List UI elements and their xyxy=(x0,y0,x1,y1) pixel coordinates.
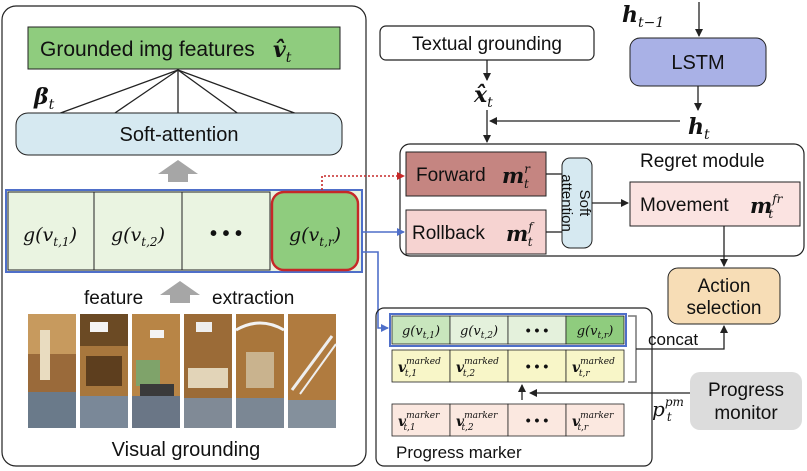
attention-fan-lines xyxy=(54,69,301,116)
lstm-label: LSTM xyxy=(671,52,724,74)
progress-row2-cell-4 xyxy=(565,349,625,383)
progress-row1-cell-1 xyxy=(391,315,451,345)
panorama-view-6 xyxy=(288,314,337,428)
beta-symbol: βt xyxy=(33,84,55,113)
soft-attention-label: Soft-attention xyxy=(120,124,239,146)
rollback-box xyxy=(405,209,547,255)
feature-cell-3-label: • • • xyxy=(210,223,242,245)
action-selection-box xyxy=(667,267,781,325)
feature-cell-4-label: g(vt,r) xyxy=(289,224,341,249)
progress-row3-cell-3-label: • • • xyxy=(526,412,549,428)
progress-row1-cell-3 xyxy=(507,315,567,345)
movement-box xyxy=(629,181,801,227)
h-prev-symbol: ht−1 xyxy=(622,2,664,31)
progress-row3-cell-3 xyxy=(507,403,567,437)
feature-label: feature xyxy=(84,288,143,309)
grey-up-arrow-top xyxy=(158,160,198,182)
regret-soft-attention-label: Softattention xyxy=(558,174,593,232)
regret-module-title: Regret module xyxy=(640,151,765,172)
ht-symbol: ht xyxy=(688,114,710,143)
progress-row3-cell-1 xyxy=(391,403,451,437)
visual-grounding-caption: Visual grounding xyxy=(112,439,261,461)
panorama-view-4 xyxy=(184,314,232,428)
grounded-features-box xyxy=(27,26,341,70)
feature-cell-2 xyxy=(93,191,183,271)
feature-cell-3 xyxy=(181,191,271,271)
grounded-features-symbol: v̂t xyxy=(273,37,292,66)
feature-to-forward-dotted-arrow xyxy=(321,172,405,190)
forward-box xyxy=(405,151,547,197)
soft-attention-box xyxy=(15,112,343,156)
feature-cell-2-label: g(vt,2) xyxy=(111,224,165,249)
grey-up-arrow-bottom xyxy=(160,281,200,303)
progress-row2-cell-3-label: • • • xyxy=(526,358,549,374)
progress-row1-cell-2-label: g(vt,2) xyxy=(460,324,498,341)
visual-grounding-panel xyxy=(1,5,367,467)
feature-cell-1 xyxy=(7,191,95,271)
progress-row3-cell-4 xyxy=(565,403,625,437)
progress-row1-cell-1-label: g(vt,1) xyxy=(402,324,440,341)
xhat-symbol: x̂t xyxy=(473,82,493,111)
progress-row1-cell-4 xyxy=(565,315,625,345)
textual-grounding-label: Textual grounding xyxy=(412,34,562,55)
progress-marker-panel xyxy=(375,307,653,467)
panorama-view-1 xyxy=(28,314,76,428)
panorama-view-5 xyxy=(235,314,285,428)
panorama-view-2 xyxy=(80,314,128,428)
panorama-images xyxy=(28,314,337,428)
panorama-view-3 xyxy=(132,314,180,428)
forward-label: Forward xyxy=(416,165,486,186)
feature-to-progress-arrow xyxy=(362,251,389,332)
progress-row2-cell-1 xyxy=(391,349,451,383)
grounded-features-label: Grounded img features xyxy=(40,38,255,61)
progress-monitor-box xyxy=(690,372,802,430)
feature-cell-4 xyxy=(270,190,360,272)
progress-row1-cell-2 xyxy=(449,315,509,345)
concat-label: concat xyxy=(648,330,698,349)
rollback-label: Rollback xyxy=(412,223,485,244)
progress-row1-frame xyxy=(389,313,627,347)
movement-label: Movement xyxy=(640,195,729,216)
extraction-label: extraction xyxy=(212,288,294,309)
progress-marker-caption: Progress marker xyxy=(396,443,522,462)
progress-row1-cell-3-label: • • • xyxy=(526,322,549,338)
concat-bracket xyxy=(628,315,637,383)
regret-module-panel xyxy=(399,143,805,257)
progress-row1-cell-4-label: g(vt,r) xyxy=(577,324,614,341)
feature-cell-1-label: g(vt,1) xyxy=(23,224,77,249)
concat-to-action-arrow xyxy=(636,325,728,350)
progress-row2-cell-2 xyxy=(449,349,509,383)
